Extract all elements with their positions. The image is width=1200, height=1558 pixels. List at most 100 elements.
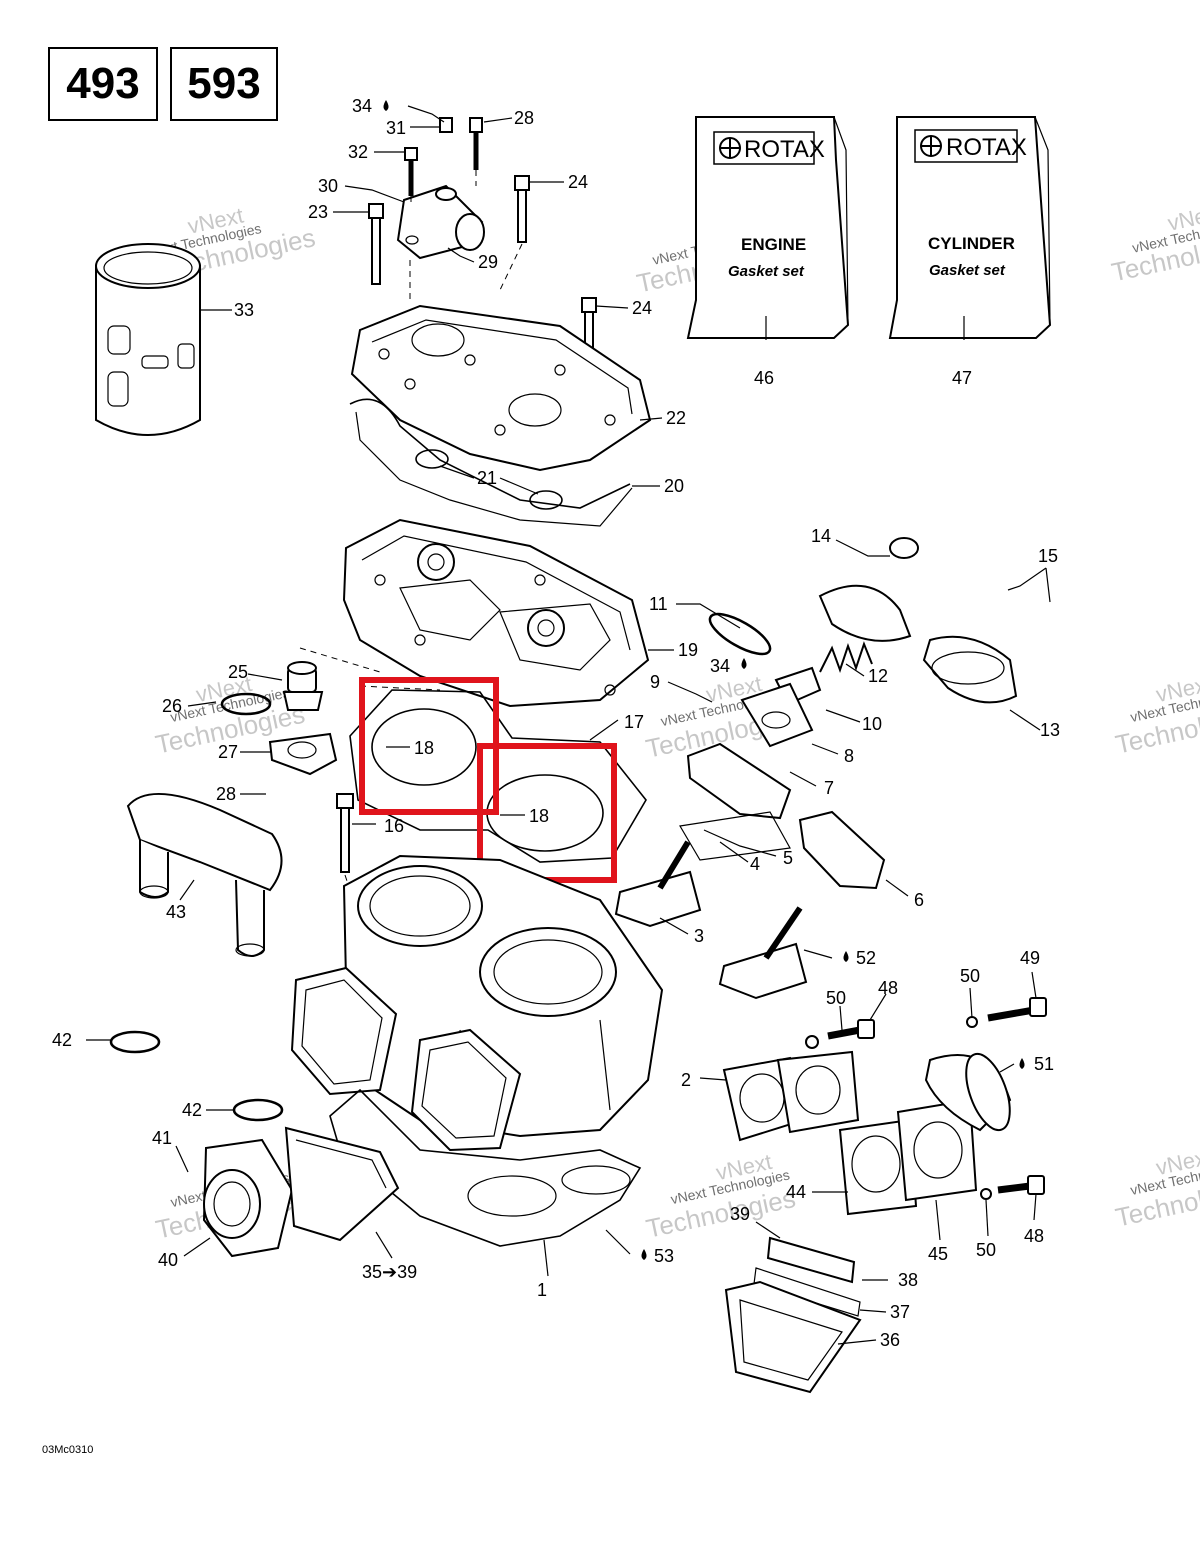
part-label: 13 (1040, 720, 1060, 740)
part-label: 6 (914, 890, 924, 910)
exhaust-manifold (126, 792, 283, 957)
carburetor-adaptor (202, 1138, 294, 1258)
cylinder-sleeve (95, 243, 201, 436)
sealant-drop-icon-group (383, 100, 1025, 1260)
part-label: 50 (826, 988, 846, 1008)
part-label: 32 (348, 142, 368, 162)
part-label: 7 (824, 778, 834, 798)
water-outlet-fitting (396, 184, 485, 260)
base-gasket (329, 1088, 642, 1247)
kit-brand: ROTAX (744, 136, 825, 163)
part-label: 39 (730, 1204, 750, 1224)
part-label: 20 (664, 476, 684, 496)
part-label: 50 (960, 966, 980, 986)
part-label: 50 (976, 1240, 996, 1260)
part-label: 46 (754, 368, 774, 388)
kit-subtitle: Gasket set (728, 263, 805, 280)
cylinder-head-cover (350, 304, 652, 472)
part-label: 30 (318, 176, 338, 196)
part-label: 18 (414, 738, 434, 758)
part-label: 36 (880, 1330, 900, 1350)
part-label: 41 (152, 1128, 172, 1148)
reed-valve-assembly (724, 1236, 862, 1394)
part-label: 52 (856, 948, 876, 968)
kit-title: CYLINDER (928, 234, 1015, 253)
part-label: 10 (862, 714, 882, 734)
part-label: 35➔39 (362, 1262, 417, 1282)
part-label: 3 (694, 926, 704, 946)
thermostat-o-ring (220, 692, 272, 716)
part-label: 47 (952, 368, 972, 388)
part-label: 27 (218, 742, 238, 762)
part-label: 25 (228, 662, 248, 682)
sealant-drop-icon (383, 100, 389, 111)
part-label: 4 (750, 854, 760, 874)
part-label: 28 (216, 784, 236, 804)
part-label: 16 (384, 816, 404, 836)
exhaust-valve-blade (614, 840, 808, 1000)
part-label: 42 (182, 1100, 202, 1120)
part-label: 43 (166, 902, 186, 922)
watermark-group: vNext vNext Technologies Technologies vN… (141, 200, 1200, 1245)
part-label: 31 (386, 118, 406, 138)
reed-valve-cage (290, 966, 522, 1152)
sealant-drop-icon (843, 951, 849, 962)
exhaust-flange (722, 1050, 978, 1216)
o-ring (529, 490, 563, 510)
part-label: 26 (162, 696, 182, 716)
sealant-drop-icon (1019, 1058, 1025, 1069)
engine-gasket-set-package: ROTAX ENGINE Gasket set (686, 116, 850, 339)
cylinder-gasket-set-package: ROTAX CYLINDER Gasket set (888, 116, 1052, 339)
part-label: 37 (890, 1302, 910, 1322)
leader-lines (86, 105, 1051, 1345)
valve-housing (679, 742, 886, 890)
exhaust-outlet (924, 1052, 1012, 1132)
part-label: 48 (878, 978, 898, 998)
part-label: 14 (811, 526, 831, 546)
cylinder-head (342, 518, 650, 708)
engine-code-box-593: 593 (170, 47, 278, 121)
part-label: 24 (568, 172, 588, 192)
part-label: 45 (928, 1244, 948, 1264)
part-label: 48 (1024, 1226, 1044, 1246)
part-label: 34 (352, 96, 372, 116)
part-label: 40 (158, 1250, 178, 1270)
reed-block (284, 1126, 400, 1242)
thermostat-housing (268, 732, 338, 776)
rave-valve-cover (818, 537, 1018, 704)
part-label: 33 (234, 300, 254, 320)
part-label: 15 (1038, 546, 1058, 566)
diagram-reference-code: 03Mc0310 (42, 1444, 94, 1456)
engine-code-box-493: 493 (48, 47, 158, 121)
screw-group (805, 997, 1047, 1200)
part-label: 51 (1034, 1054, 1054, 1074)
part-label: 9 (650, 672, 660, 692)
part-label: 28 (514, 108, 534, 128)
valve-piston (740, 682, 814, 748)
part-label: 17 (624, 712, 644, 732)
part-label: 22 (666, 408, 686, 428)
kit-subtitle: Gasket set (929, 262, 1006, 279)
part-labels: 1 2 3 4 5 6 7 8 9 10 11 12 13 14 15 16 1… (52, 96, 1060, 1350)
sealant-drop-icon (641, 1249, 647, 1260)
sealant-drop-icon (741, 658, 747, 669)
kit-brand: ROTAX (946, 134, 1027, 161)
part-label: 49 (1020, 948, 1040, 968)
part-label: 24 (632, 298, 652, 318)
part-label: 29 (478, 252, 498, 272)
part-label: 5 (783, 848, 793, 868)
part-label: 12 (868, 666, 888, 686)
part-label: 2 (681, 1070, 691, 1090)
part-label: 21 (477, 468, 497, 488)
part-label: 34 (710, 656, 730, 676)
part-label: 8 (844, 746, 854, 766)
part-label: 1 (537, 1280, 547, 1300)
part-label: 53 (654, 1246, 674, 1266)
part-label: 18 (529, 806, 549, 826)
kit-title: ENGINE (741, 235, 806, 254)
head-cover-gasket (349, 398, 633, 527)
part-label: 23 (308, 202, 328, 222)
part-label: 19 (678, 640, 698, 660)
part-label: 42 (52, 1030, 72, 1050)
